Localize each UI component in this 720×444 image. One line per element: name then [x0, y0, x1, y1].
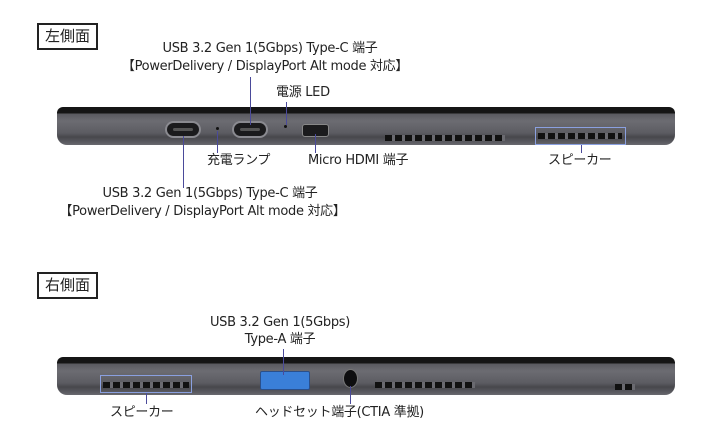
leader-line	[146, 393, 147, 404]
power-led-indicator	[284, 125, 287, 128]
power-led-label: 電源 LED	[276, 85, 330, 100]
speaker-grille-right	[103, 382, 189, 388]
leader-line	[581, 145, 582, 153]
usbc-top-label-line1: USB 3.2 Gen 1(5Gbps) Type-C 端子	[162, 41, 378, 56]
leader-line	[350, 386, 351, 404]
usba-label-line1: USB 3.2 Gen 1(5Gbps)	[209, 315, 351, 330]
vent-grille-small	[615, 384, 635, 390]
usbc-bottom-label-line1: USB 3.2 Gen 1(5Gbps) Type-C 端子	[102, 186, 318, 201]
right-side-title: 右側面	[37, 272, 99, 299]
left-side-title: 左側面	[37, 23, 99, 50]
usbc-bottom-label-line2: 【PowerDelivery / DisplayPort Alt mode 対応…	[59, 204, 346, 219]
speaker-highlight-left	[535, 127, 626, 145]
charge-lamp-indicator	[216, 127, 219, 130]
leader-line	[250, 77, 251, 125]
speaker-grille-left	[538, 133, 622, 139]
leader-line	[286, 102, 287, 125]
leader-line	[183, 136, 184, 188]
speaker-label-right: スピーカー	[110, 405, 174, 420]
speaker-label-left: スピーカー	[548, 153, 612, 168]
usbc-top-label-line2: 【PowerDelivery / DisplayPort Alt mode 対応…	[121, 59, 409, 74]
headset-label: ヘッドセット端子(CTIA 準拠)	[255, 405, 424, 420]
leader-line	[315, 134, 316, 153]
vent-grille	[385, 135, 505, 141]
vent-grille-right	[375, 382, 475, 388]
usb-a-port	[260, 371, 310, 390]
leader-line	[283, 349, 284, 375]
right-side-device	[57, 357, 675, 395]
speaker-highlight-right	[100, 375, 192, 393]
charge-lamp-label: 充電ランプ	[207, 153, 271, 168]
micro-hdmi-label: Micro HDMI 端子	[308, 153, 409, 168]
leader-line	[217, 131, 218, 153]
usba-label-line2: Type-A 端子	[244, 332, 316, 347]
